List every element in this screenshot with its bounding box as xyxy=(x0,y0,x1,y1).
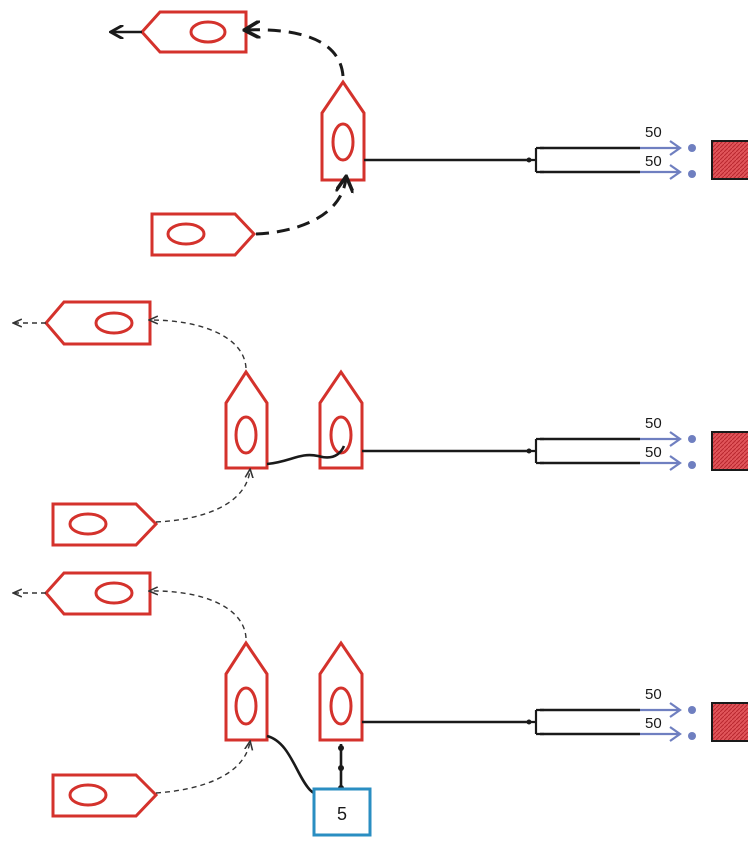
movement-path xyxy=(155,470,250,523)
fire-engine-icon xyxy=(44,300,152,346)
fire-engine-icon xyxy=(318,369,364,470)
movement-path xyxy=(246,30,345,77)
line-length-label: 50 xyxy=(645,153,662,170)
relay-hose xyxy=(266,445,346,466)
numbered-box xyxy=(312,787,372,837)
line-length-label: 50 xyxy=(645,124,662,141)
line-length-label: 50 xyxy=(645,444,662,461)
line-length-label: 50 xyxy=(645,715,662,732)
nozzle-icon xyxy=(640,726,696,742)
movement-path xyxy=(255,178,346,236)
wye-fitting xyxy=(526,437,544,465)
nozzle-icon xyxy=(640,164,696,180)
fire-engine-icon xyxy=(44,571,152,616)
fire-engine-icon xyxy=(139,10,248,54)
line-length-label: 50 xyxy=(645,415,662,432)
connector-hose xyxy=(338,744,344,792)
line-length-label: 50 xyxy=(645,686,662,703)
scenario-2: 50 50 xyxy=(14,300,748,547)
fire-engine-icon xyxy=(224,369,269,470)
nozzle-icon xyxy=(640,140,696,156)
relay-hose xyxy=(266,734,331,797)
wye-fitting xyxy=(526,708,544,736)
scenario-1: 50 50 xyxy=(112,10,748,257)
movement-path xyxy=(150,320,247,369)
movement-path xyxy=(150,591,247,639)
nozzle-icon xyxy=(640,431,696,447)
fire-engine-icon xyxy=(51,773,159,818)
fire-engine-icon xyxy=(224,640,269,742)
nozzle-icon xyxy=(640,702,696,718)
structure-icon xyxy=(711,702,748,742)
scenario-3: 5 50 50 xyxy=(14,571,748,837)
fire-engine-icon xyxy=(318,640,364,742)
fire-engine-icon xyxy=(320,79,366,182)
structure-icon xyxy=(711,431,748,471)
structure-icon xyxy=(711,140,748,180)
movement-path xyxy=(155,742,250,794)
wye-fitting xyxy=(526,146,544,174)
box-label: 5 xyxy=(337,804,347,824)
fire-engine-icon xyxy=(51,502,159,547)
nozzle-icon xyxy=(640,455,696,471)
fire-engine-icon xyxy=(150,212,257,257)
